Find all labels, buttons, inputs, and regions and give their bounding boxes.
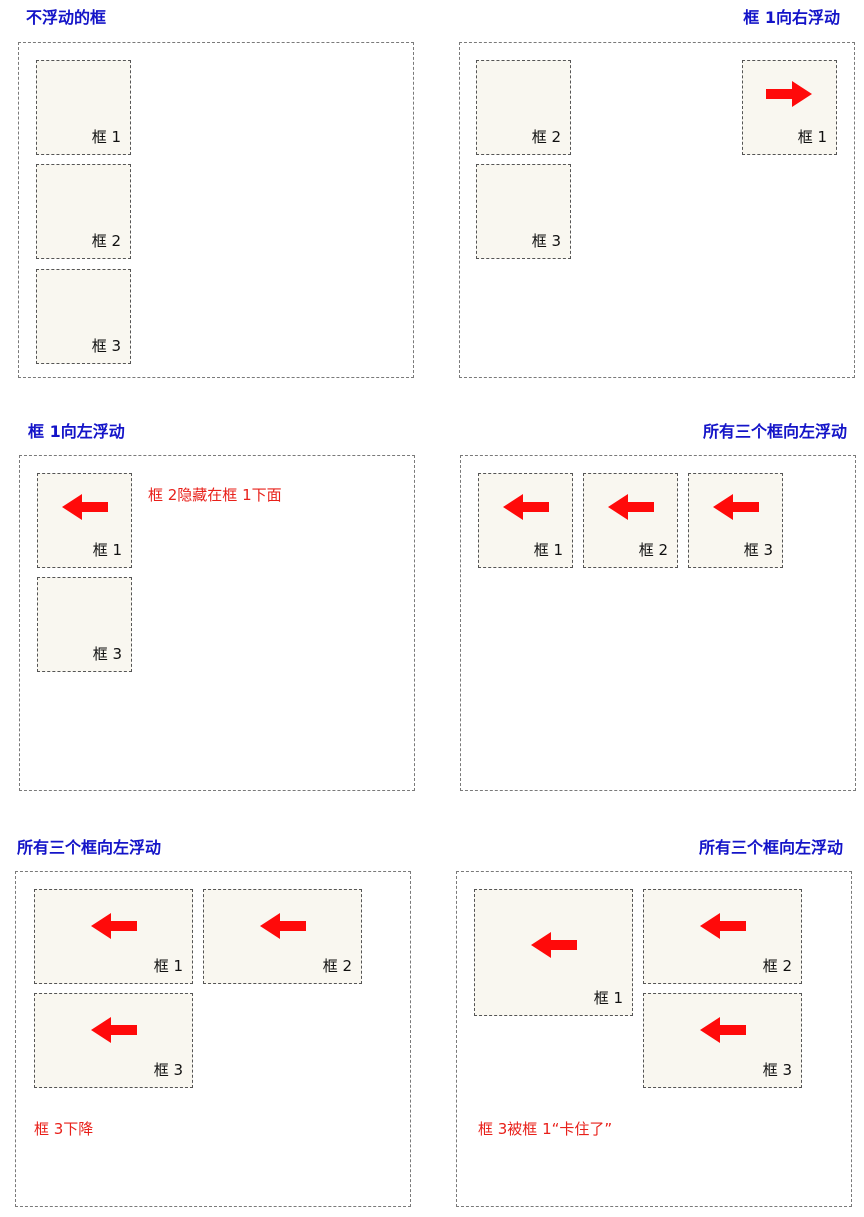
panel-5-note: 框 3下降 <box>34 1120 94 1138</box>
panel-5-title: 所有三个框向左浮动 <box>17 838 162 857</box>
panel-6-box-3: 框 3 <box>643 993 802 1088</box>
panel-2-title: 框 1向右浮动 <box>743 8 840 27</box>
panel-6-box-1: 框 1 <box>474 889 633 1016</box>
panel-2-box-2: 框 2 <box>476 60 571 155</box>
panel-6-note: 框 3被框 1“卡住了” <box>478 1120 613 1138</box>
panel-4-title: 所有三个框向左浮动 <box>702 422 847 441</box>
box-label: 框 2 <box>762 957 792 975</box>
panel-4-box-1: 框 1 <box>478 473 573 568</box>
panel-5-box-1: 框 1 <box>34 889 193 984</box>
left-arrow-icon <box>700 913 746 939</box>
box-label: 框 2 <box>638 541 668 559</box>
box-label: 框 2 <box>322 957 352 975</box>
box-label: 框 1 <box>153 957 183 975</box>
panel-1-box-1: 框 1 <box>36 60 131 155</box>
box-label: 框 1 <box>533 541 563 559</box>
left-arrow-icon <box>700 1017 746 1043</box>
panel-1-box-2: 框 2 <box>36 164 131 259</box>
box-label: 框 1 <box>593 989 623 1007</box>
box-label: 框 2 <box>531 128 561 146</box>
box-label: 框 3 <box>92 645 122 663</box>
box-label: 框 1 <box>91 128 121 146</box>
right-arrow-icon <box>766 81 812 107</box>
box-label: 框 1 <box>797 128 827 146</box>
panel-6-box-2: 框 2 <box>643 889 802 984</box>
box-label: 框 3 <box>91 337 121 355</box>
panel-4-container: 框 1 框 2 框 3 <box>460 455 856 791</box>
box-label: 框 2 <box>91 232 121 250</box>
left-arrow-icon <box>91 913 137 939</box>
panel-3-box-3: 框 3 <box>37 577 132 672</box>
left-arrow-icon <box>260 913 306 939</box>
panel-2-box-1: 框 1 <box>742 60 837 155</box>
panel-2-box-3: 框 3 <box>476 164 571 259</box>
panel-1-container: 框 1 框 2 框 3 <box>18 42 414 378</box>
panel-1-box-3: 框 3 <box>36 269 131 364</box>
left-arrow-icon <box>62 494 108 520</box>
box-label: 框 3 <box>531 232 561 250</box>
panel-6-container: 框 1 框 2 框 3 框 3被框 1“卡住了” <box>456 871 852 1207</box>
panel-3-container: 框 1 框 3 框 2隐藏在框 1下面 <box>19 455 415 791</box>
left-arrow-icon <box>503 494 549 520</box>
left-arrow-icon <box>713 494 759 520</box>
panel-1-title: 不浮动的框 <box>26 8 107 27</box>
panel-5-box-3: 框 3 <box>34 993 193 1088</box>
panel-2-container: 框 2 框 3 框 1 <box>459 42 855 378</box>
box-label: 框 1 <box>92 541 122 559</box>
left-arrow-icon <box>531 932 577 958</box>
box-label: 框 3 <box>743 541 773 559</box>
box-label: 框 3 <box>762 1061 792 1079</box>
left-arrow-icon <box>91 1017 137 1043</box>
panel-6-title: 所有三个框向左浮动 <box>698 838 843 857</box>
panel-5-container: 框 1 框 2 框 3 框 3下降 <box>15 871 411 1207</box>
panel-3-note: 框 2隐藏在框 1下面 <box>148 486 282 504</box>
panel-4-box-3: 框 3 <box>688 473 783 568</box>
panel-5-box-2: 框 2 <box>203 889 362 984</box>
box-label: 框 3 <box>153 1061 183 1079</box>
panel-3-title: 框 1向左浮动 <box>28 422 125 441</box>
panel-4-box-2: 框 2 <box>583 473 678 568</box>
panel-3-box-1: 框 1 <box>37 473 132 568</box>
left-arrow-icon <box>608 494 654 520</box>
